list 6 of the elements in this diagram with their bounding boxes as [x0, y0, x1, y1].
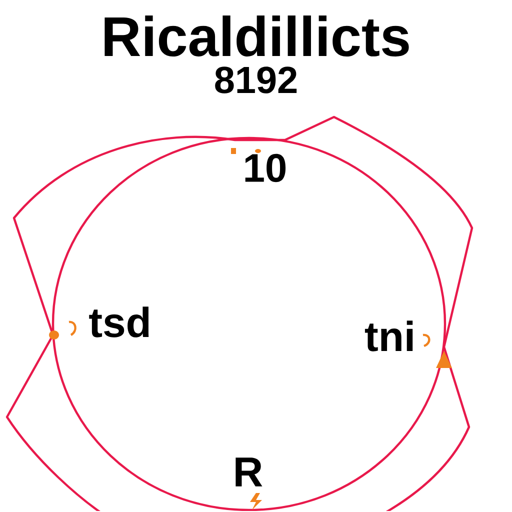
label: R [236, 458, 262, 486]
label: tni [364, 320, 413, 352]
title: Ricaldillicts [104, 16, 409, 56]
subtitle: 8192 [215, 66, 297, 94]
label: tsd [89, 306, 149, 338]
label: 10 [245, 154, 286, 182]
